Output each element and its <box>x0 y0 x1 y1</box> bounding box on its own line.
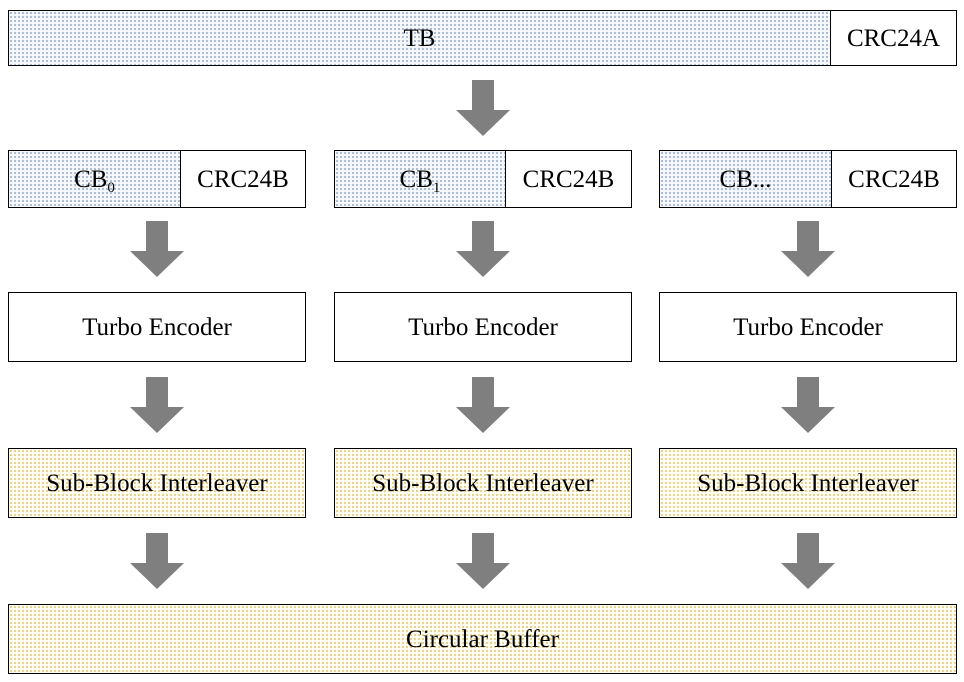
crc24b-segment: CRC24B <box>180 151 305 207</box>
interleaver-label: Sub-Block Interleaver <box>372 469 594 497</box>
cb-subscript: 1 <box>432 179 441 196</box>
arrow-down-icon <box>130 377 184 433</box>
cb-label: CB1 <box>399 165 441 196</box>
sub-block-interleaver-2: Sub-Block Interleaver <box>659 448 957 518</box>
turbo-encoder-0: Turbo Encoder <box>8 292 306 362</box>
interleaver-label: Sub-Block Interleaver <box>46 469 268 497</box>
arrow-down-icon <box>130 221 184 277</box>
cb-subscript: 0 <box>107 179 115 196</box>
crc24a-segment: CRC24A <box>830 11 956 65</box>
interleaver-label: Sub-Block Interleaver <box>697 469 919 497</box>
crc24b-segment: CRC24B <box>831 151 956 207</box>
crc24b-segment: CRC24B <box>505 151 631 207</box>
cb-label: CB0 <box>74 165 115 196</box>
tb-label: TB <box>403 24 436 52</box>
circular-buffer: Circular Buffer <box>8 604 957 674</box>
crc24b-label: CRC24B <box>197 165 289 193</box>
turbo-encoder-label: Turbo Encoder <box>733 313 883 341</box>
code-block-1: CB1 CRC24B <box>334 150 632 208</box>
code-block-0: CB0 CRC24B <box>8 150 306 208</box>
crc24a-label: CRC24A <box>846 24 941 52</box>
code-block-n: CB... CRC24B <box>659 150 957 208</box>
cb-segment: CB... <box>660 151 831 207</box>
tb-segment: TB <box>9 11 830 65</box>
turbo-encoder-2: Turbo Encoder <box>659 292 957 362</box>
arrow-down-icon <box>781 221 835 277</box>
crc24b-label: CRC24B <box>522 165 615 193</box>
cb-label: CB... <box>719 165 772 193</box>
arrow-down-icon <box>456 533 510 589</box>
arrow-down-icon <box>781 533 835 589</box>
arrow-down-icon <box>456 80 510 136</box>
turbo-encoder-1: Turbo Encoder <box>334 292 632 362</box>
cb-segment: CB0 <box>9 151 180 207</box>
arrow-down-icon <box>130 533 184 589</box>
turbo-encoder-label: Turbo Encoder <box>82 313 232 341</box>
arrow-down-icon <box>781 377 835 433</box>
sub-block-interleaver-1: Sub-Block Interleaver <box>334 448 632 518</box>
arrow-down-icon <box>456 221 510 277</box>
sub-block-interleaver-0: Sub-Block Interleaver <box>8 448 306 518</box>
cb-segment: CB1 <box>335 151 505 207</box>
transport-block-row: TB CRC24A <box>8 10 957 66</box>
arrow-down-icon <box>456 377 510 433</box>
turbo-encoder-label: Turbo Encoder <box>408 313 558 341</box>
circular-buffer-label: Circular Buffer <box>406 625 559 653</box>
crc24b-label: CRC24B <box>848 165 940 193</box>
